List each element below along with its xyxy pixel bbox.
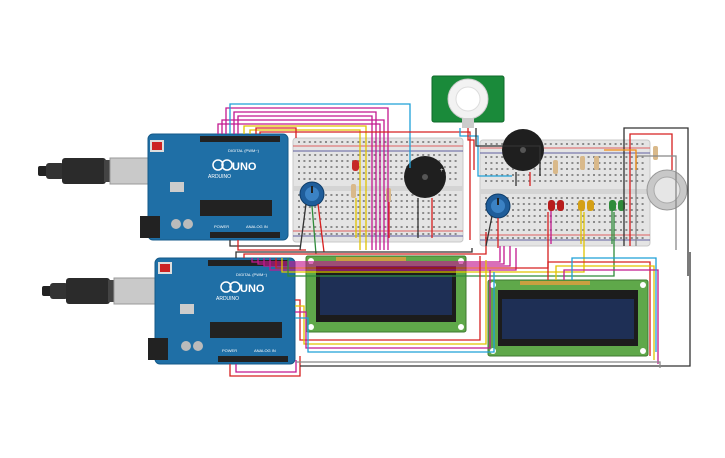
board-digital-label: DIGITAL (PWM~) [236,272,268,277]
board-logo: UNO [240,283,265,295]
board-brand: ARDUINO [208,174,231,180]
board-brand: ARDUINO [216,296,239,302]
resistor-icon [653,146,658,160]
potentiometer-icon[interactable] [485,193,511,219]
resistor-icon [351,184,356,198]
arduino-uno-board[interactable]: UNO ARDUINO DIGITAL (PWM~) POWER ANALOG … [148,257,296,365]
wiring [217,103,691,377]
led-icon[interactable] [548,200,555,211]
led-icon[interactable] [618,200,625,211]
buzzer-icon[interactable]: + [404,156,446,198]
lcd-display-left[interactable] [305,255,467,333]
buzzer-icon[interactable] [502,129,544,171]
arduino-uno-board[interactable]: UNO ARDUINO DIGITAL (PWM~) POWER ANALOG … [140,133,289,241]
board-analog-label: ANALOG IN [246,224,268,229]
resistor-icon [580,156,585,170]
usb-cable-icon [42,277,157,305]
board-digital-label: DIGITAL (PWM~) [228,148,260,153]
board-power-label: POWER [214,224,229,229]
board-power-label: POWER [222,348,237,353]
led-icon[interactable] [609,200,616,211]
pir-sensor-icon[interactable] [431,75,505,128]
gas-sensor-icon[interactable] [646,169,688,211]
led-icon[interactable] [578,200,585,211]
resistor-icon [553,160,558,174]
resistor-icon [594,156,599,170]
svg-text:+: + [440,168,444,174]
led-icon[interactable] [587,200,594,211]
board-logo: UNO [232,161,257,173]
lcd-display-right[interactable] [487,279,649,357]
board-analog-label: ANALOG IN [254,348,276,353]
led-icon[interactable] [557,200,564,211]
led-icon[interactable] [352,160,359,171]
potentiometer-icon[interactable] [299,181,325,207]
usb-cable-icon [38,157,151,185]
